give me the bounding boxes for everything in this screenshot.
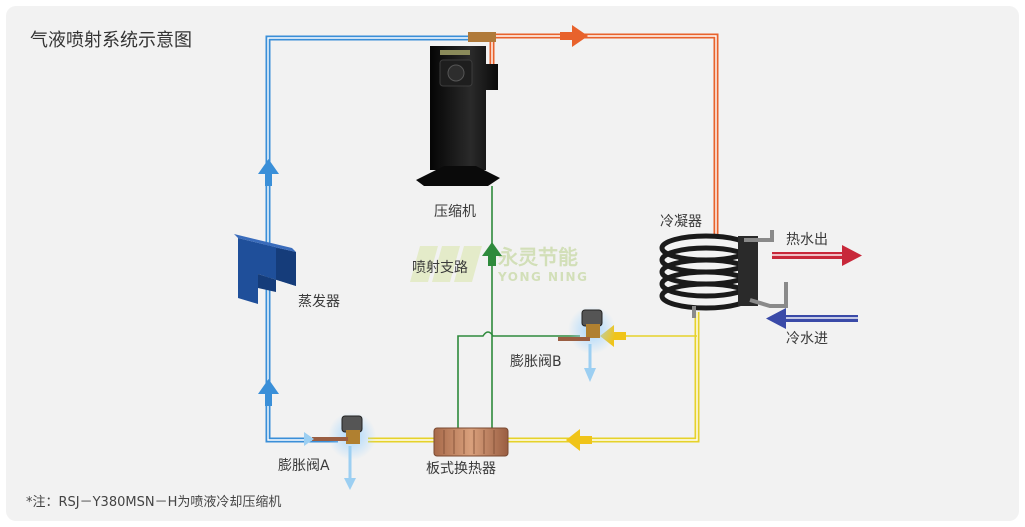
label-hot-water-out: 热水出 [786, 232, 828, 248]
flow-arrow-discharge [560, 25, 588, 47]
watermark: 永灵节能 YONG NING [410, 245, 588, 284]
watermark-en: YONG NING [497, 270, 588, 284]
diagram-title: 气液喷射系统示意图 [30, 30, 192, 51]
label-valve-a: 膨胀阀A [278, 457, 330, 474]
flow-arrow-liquid-main [566, 429, 592, 451]
watermark-logo-icon [410, 246, 482, 282]
label-plate-hx: 板式换热器 [426, 460, 496, 477]
label-valve-b: 膨胀阀B [510, 353, 562, 370]
label-condenser: 冷凝器 [660, 214, 702, 230]
label-cold-water-in: 冷水进 [786, 331, 828, 347]
expansion-valve-a [304, 412, 376, 490]
plate-heat-exchanger [433, 427, 509, 457]
label-injection-branch: 喷射支路 [412, 260, 468, 276]
suction-line [265, 35, 472, 443]
injection-line [457, 186, 580, 428]
footnote: *注：RSJ－Y380MSN－H为喷液冷却压缩机 [26, 494, 281, 510]
flow-arrow-suction-1 [258, 159, 279, 186]
evaporator [234, 234, 296, 304]
hot-water-arrow [772, 245, 862, 266]
compressor [416, 32, 500, 186]
condenser [659, 230, 788, 318]
label-evaporator: 蒸发器 [298, 294, 340, 310]
watermark-cn: 永灵节能 [497, 245, 578, 269]
discharge-line [489, 33, 719, 236]
label-compressor: 压缩机 [434, 204, 476, 220]
flow-arrow-suction-2 [258, 379, 279, 406]
expansion-valve-b [558, 306, 616, 382]
cold-water-arrow [766, 308, 858, 329]
flow-arrow-injection [482, 242, 502, 266]
